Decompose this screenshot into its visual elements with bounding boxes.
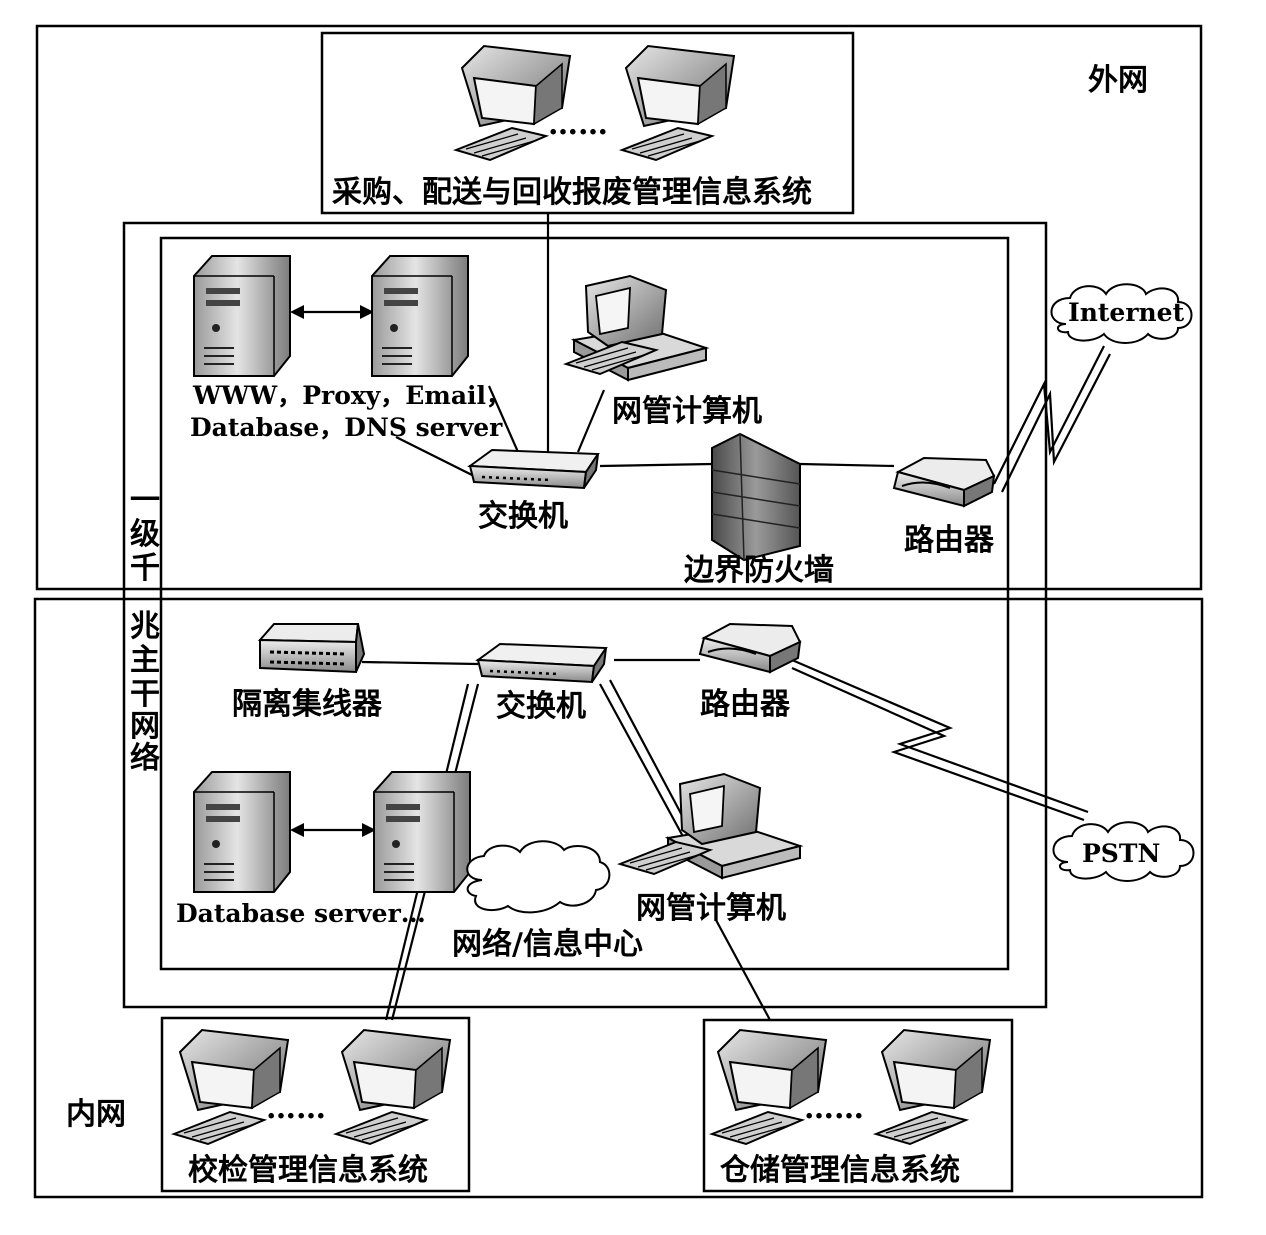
outer-net-label: 外网 — [1088, 63, 1148, 98]
outer-net-frame — [35, 24, 1203, 591]
info-center-cloud-icon — [466, 840, 611, 914]
info-center-frame — [159, 236, 1010, 971]
procurement-system-box — [320, 31, 855, 215]
router-top-label: 路由器 — [904, 523, 995, 558]
arrow-left-icon — [290, 305, 304, 319]
isolation-hub-icon — [258, 622, 366, 674]
links — [298, 213, 1111, 1021]
server-services-line2: Database，DNS server — [190, 413, 503, 442]
nms-bottom-label: 网管计算机 — [636, 891, 786, 926]
router-bottom-label: 路由器 — [700, 687, 791, 722]
ellipsis-inspection: …… — [266, 1091, 326, 1126]
isolation-hub-label: 隔离集线器 — [232, 687, 383, 722]
link-nms-warehouse — [715, 919, 771, 1021]
switch-bottom-label: 交换机 — [496, 689, 586, 724]
link-hub-switch — [361, 660, 479, 666]
link-router-internet — [993, 345, 1105, 485]
link-switch-nms-bottom-b — [609, 679, 695, 839]
arrow-right-icon — [362, 823, 376, 837]
backbone-label: 一 级 千 兆 主 干 网 络 — [130, 483, 160, 776]
management-computer-icon — [667, 773, 801, 879]
arrow-right-icon — [360, 305, 374, 319]
svg-text:干: 干 — [130, 677, 160, 712]
link-switch-nms-bottom — [599, 683, 687, 843]
svg-text:级: 级 — [130, 517, 160, 552]
link-servers-switch — [487, 385, 520, 453]
link-router-internet-b — [1001, 353, 1111, 493]
info-center-label: 网络/信息中心 — [452, 927, 643, 962]
server-tower-icon — [193, 255, 291, 377]
server-tower-icon — [193, 771, 291, 893]
procurement-system-label: 采购、配送与回收报废管理信息系统 — [332, 175, 812, 210]
svg-text:主: 主 — [130, 643, 160, 678]
svg-text:千: 千 — [130, 551, 160, 586]
server-services-line1: WWW，Proxy，Email， — [192, 381, 511, 410]
link-nms-switch — [576, 389, 606, 453]
svg-text:络: 络 — [130, 741, 160, 776]
link-router-pstn — [791, 658, 1089, 814]
router-icon — [699, 623, 801, 673]
ellipsis-procurement: …… — [548, 107, 608, 142]
switch-icon — [468, 448, 600, 490]
ellipsis-warehouse: …… — [804, 1091, 864, 1126]
svg-text:一: 一 — [130, 483, 160, 518]
firewall-label: 边界防火墙 — [684, 553, 834, 588]
switch-icon — [476, 642, 608, 684]
router-icon — [893, 457, 995, 507]
internet-label: Internet — [1068, 298, 1185, 327]
pstn-label: PSTN — [1082, 839, 1160, 868]
link-label-switch — [395, 436, 479, 479]
svg-text:网: 网 — [130, 709, 160, 744]
inspection-system-label: 校检管理信息系统 — [188, 1153, 428, 1188]
arrow-left-icon — [290, 823, 304, 837]
server-tower-icon — [371, 255, 469, 377]
switch-top-label: 交换机 — [478, 499, 568, 534]
link-switch-firewall — [599, 462, 713, 468]
inner-net-frame — [33, 597, 1204, 1199]
inner-net-label: 内网 — [66, 1097, 126, 1132]
link-router-pstn-b — [791, 666, 1085, 822]
backbone-frame — [122, 221, 1048, 1009]
db-servers-label: Database server… — [176, 899, 426, 928]
nms-top-label: 网管计算机 — [612, 394, 762, 429]
firewall-icon — [711, 432, 801, 562]
warehouse-system-label: 仓储管理信息系统 — [720, 1153, 960, 1188]
svg-text:兆: 兆 — [130, 609, 160, 644]
link-firewall-router — [799, 462, 895, 468]
server-tower-icon — [373, 771, 471, 893]
